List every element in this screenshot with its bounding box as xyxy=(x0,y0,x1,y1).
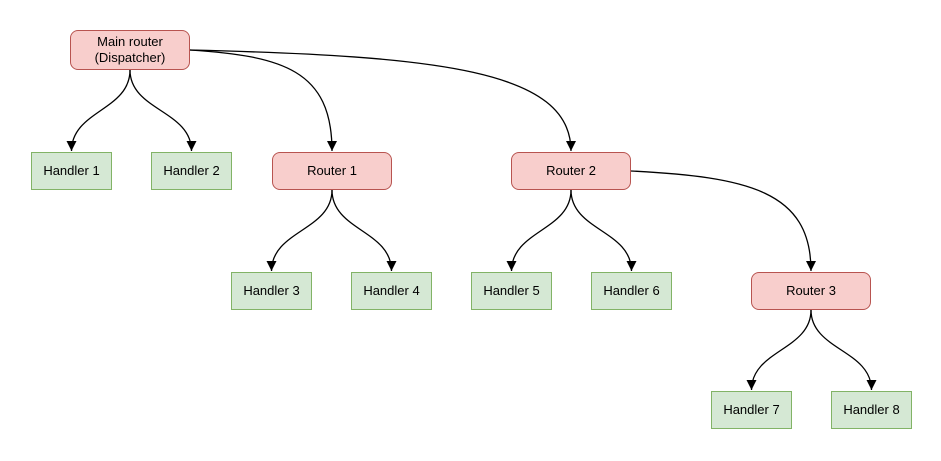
node-label: Router 1 xyxy=(307,163,357,178)
edge-router-1-to-handler-3 xyxy=(266,189,333,272)
node-label: Router 3 xyxy=(786,283,836,298)
node-label: Handler 5 xyxy=(483,283,540,298)
node-handler-8[interactable]: Handler 8 xyxy=(831,391,912,429)
edge-main-router-to-handler-1 xyxy=(66,69,131,152)
node-label: Handler 3 xyxy=(243,283,300,298)
node-handler-6[interactable]: Handler 6 xyxy=(591,272,672,310)
edge-main-router-to-handler-2 xyxy=(129,69,197,152)
edge-router-2-to-router-3 xyxy=(630,170,816,272)
edge-router-1-to-handler-4 xyxy=(331,189,397,272)
node-label: Handler 4 xyxy=(363,283,420,298)
node-label: Handler 6 xyxy=(603,283,660,298)
node-main-router[interactable]: Main router (Dispatcher) xyxy=(70,30,190,70)
node-label: Handler 8 xyxy=(843,402,900,417)
node-handler-5[interactable]: Handler 5 xyxy=(471,272,552,310)
node-router-3[interactable]: Router 3 xyxy=(751,272,871,310)
node-router-2[interactable]: Router 2 xyxy=(511,152,631,190)
node-label: Handler 2 xyxy=(163,163,220,178)
node-handler-7[interactable]: Handler 7 xyxy=(711,391,792,429)
edge-main-router-to-router-2 xyxy=(189,49,576,152)
node-handler-2[interactable]: Handler 2 xyxy=(151,152,232,190)
edge-router-3-to-handler-8 xyxy=(810,309,877,391)
node-label: Handler 7 xyxy=(723,402,780,417)
node-label: Main router (Dispatcher) xyxy=(94,34,166,65)
edge-router-2-to-handler-6 xyxy=(570,189,637,272)
node-handler-4[interactable]: Handler 4 xyxy=(351,272,432,310)
node-router-1[interactable]: Router 1 xyxy=(272,152,392,190)
edge-router-2-to-handler-5 xyxy=(506,189,572,272)
edge-router-3-to-handler-7 xyxy=(746,309,812,391)
node-handler-1[interactable]: Handler 1 xyxy=(31,152,112,190)
node-label: Router 2 xyxy=(546,163,596,178)
node-label: Handler 1 xyxy=(43,163,100,178)
node-handler-3[interactable]: Handler 3 xyxy=(231,272,312,310)
edge-main-router-to-router-1 xyxy=(189,49,337,152)
